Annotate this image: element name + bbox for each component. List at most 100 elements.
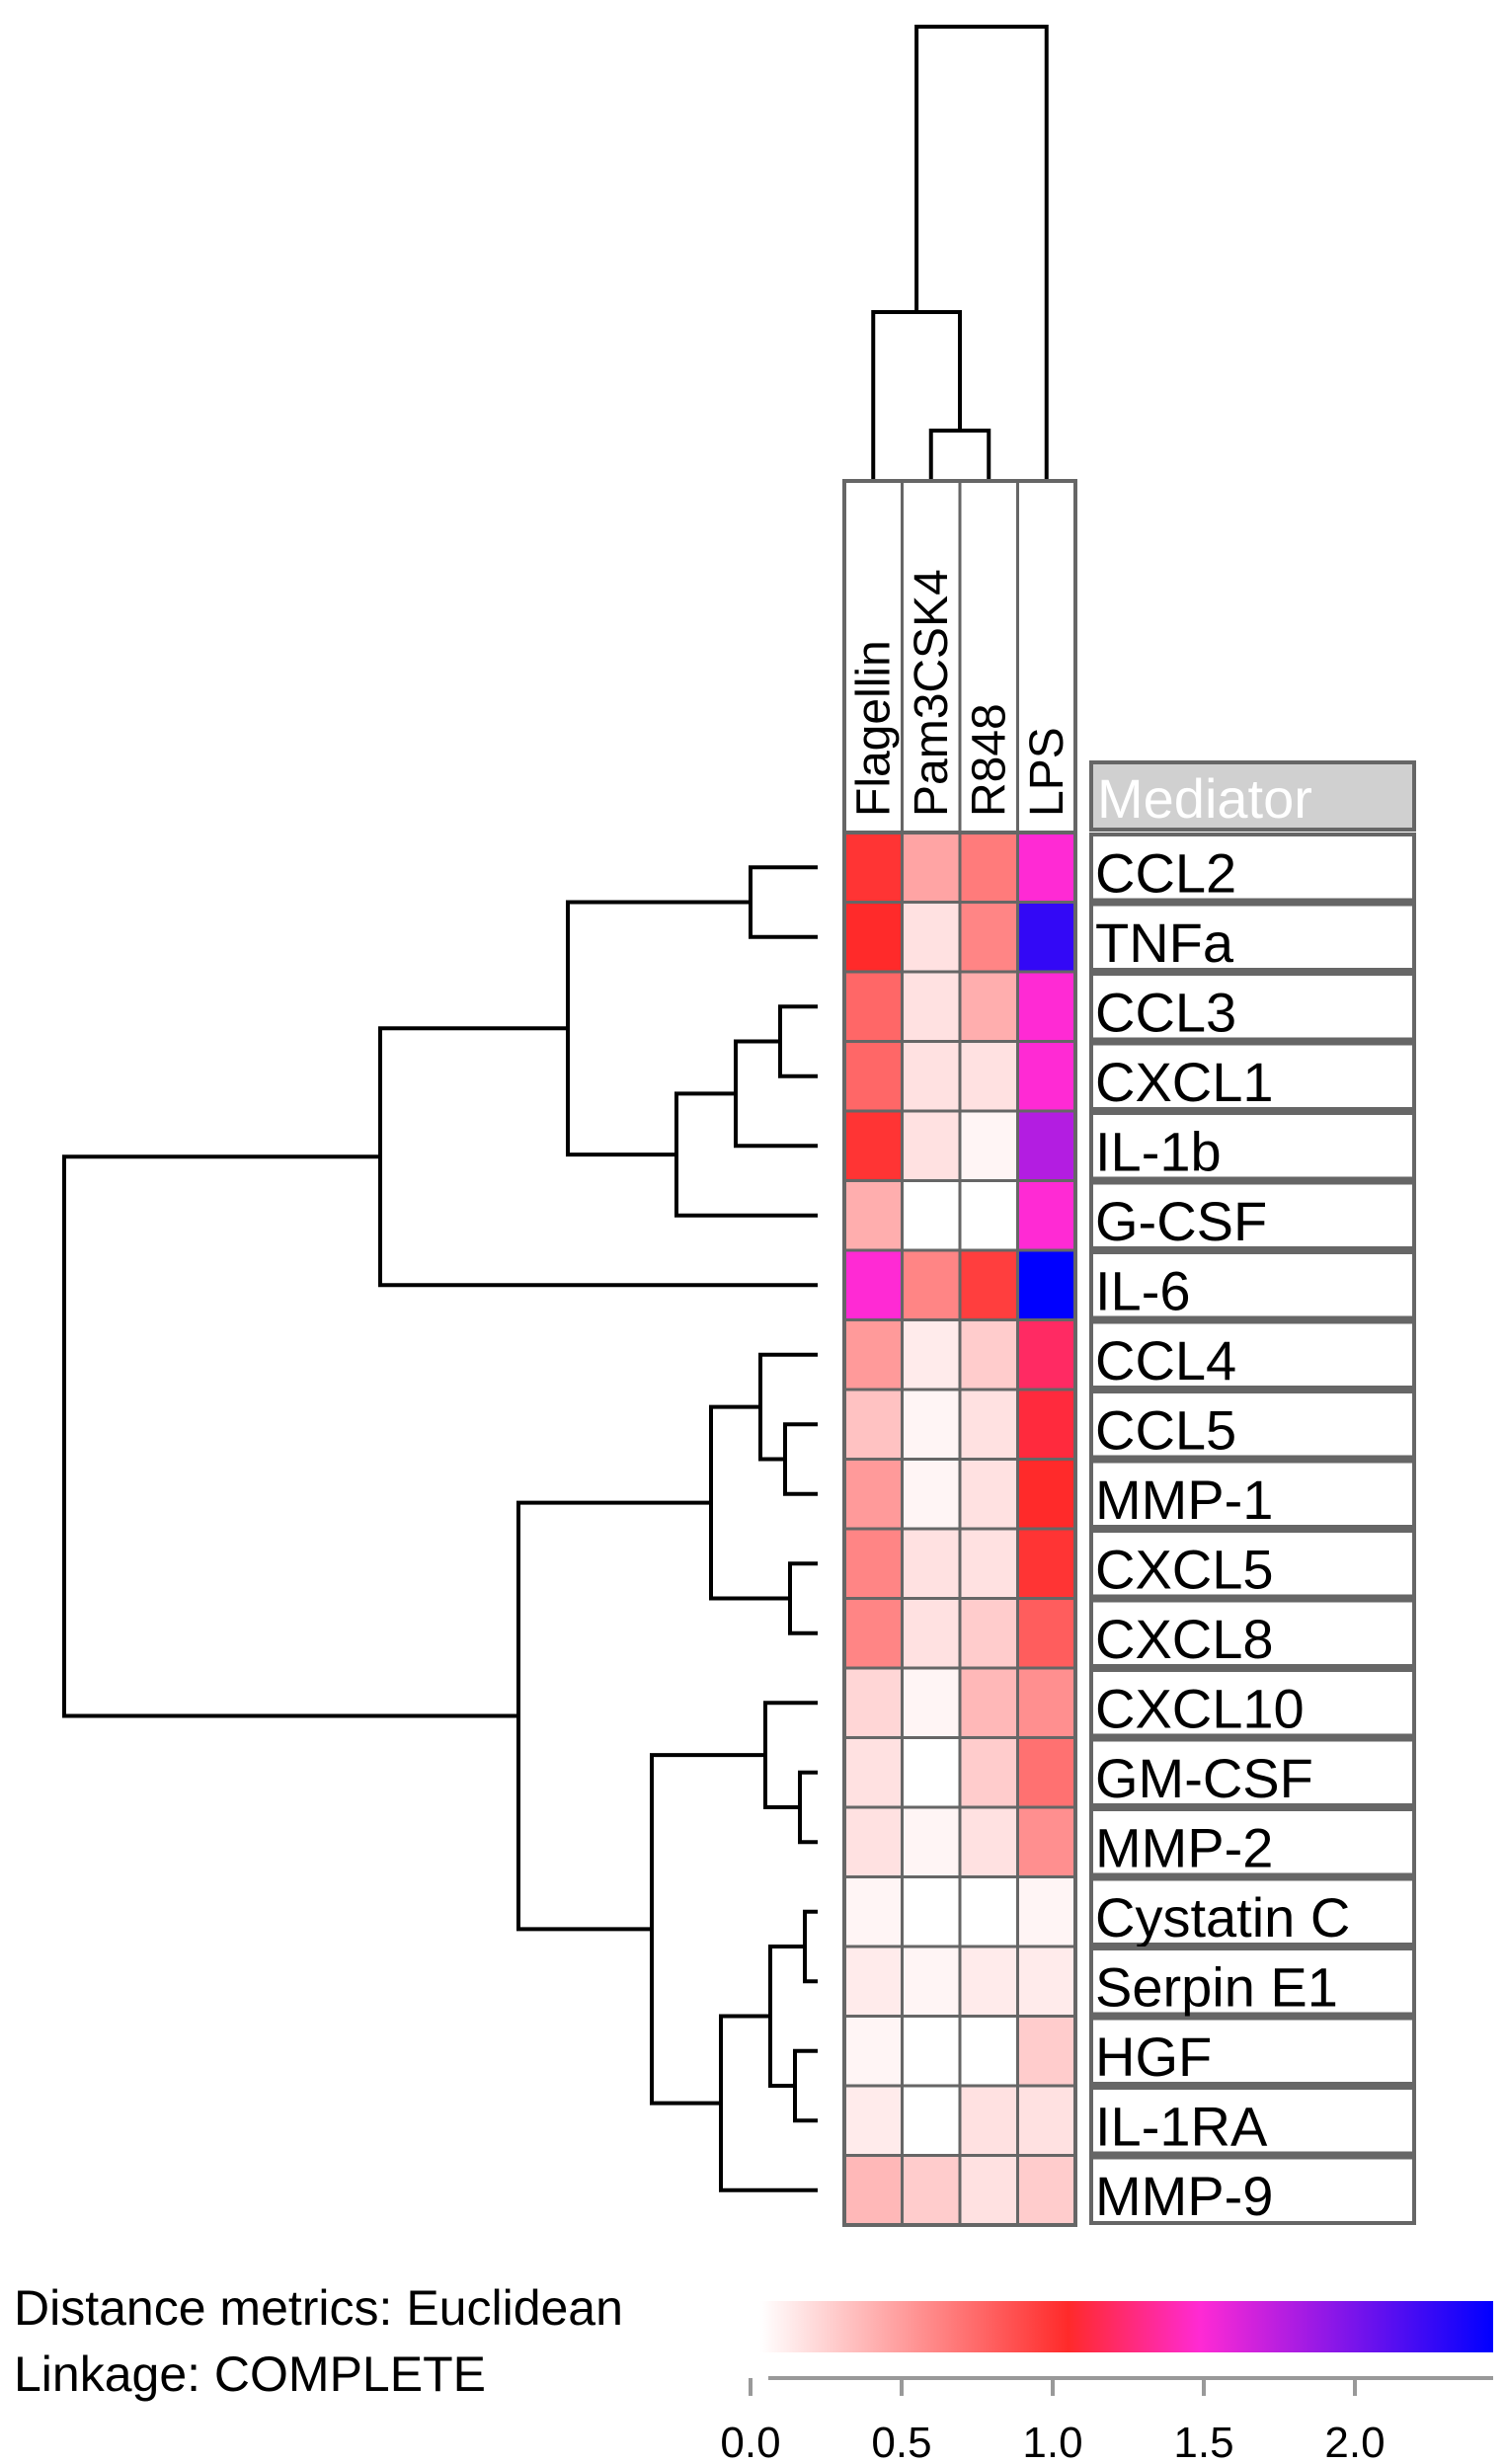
- row-label: GM-CSF: [1095, 1747, 1313, 1809]
- row-label: CXCL1: [1095, 1051, 1274, 1113]
- heatmap-cell: [958, 901, 1019, 974]
- row-label-box: [1089, 1041, 1416, 1111]
- heatmap-cell: [901, 2084, 962, 2157]
- dendrogram-branch: [674, 1091, 818, 1218]
- dendrogram-branch: [783, 1422, 818, 1496]
- heatmap-cells: [842, 831, 1077, 2227]
- heatmap-cell: [901, 1666, 962, 1739]
- distance-metric-note: Distance metrics: Euclidean: [14, 2280, 623, 2336]
- dendrogram-branch: [758, 1352, 818, 1462]
- heatmap-cell: [958, 1527, 1019, 1600]
- heatmap-cell: [901, 1875, 962, 1948]
- heatmap-cell: [842, 1179, 904, 1252]
- heatmap-cell: [1016, 1945, 1077, 2018]
- heatmap-cell: [958, 1875, 1019, 1948]
- heatmap-cell: [842, 1666, 904, 1739]
- row-label-box: [1089, 1319, 1416, 1390]
- row-label: MMP-2: [1095, 1817, 1273, 1879]
- row-label: IL-1RA: [1095, 2096, 1268, 2158]
- row-label: HGF: [1095, 2026, 1212, 2088]
- heatmap-cell: [842, 1109, 904, 1182]
- row-label-box: [1089, 1111, 1416, 1181]
- row-label-box: [1089, 1668, 1416, 1738]
- heatmap-cell: [842, 1458, 904, 1531]
- heatmap-cell: [958, 831, 1019, 904]
- row-label-box: [1089, 1390, 1416, 1460]
- row-label: CXCL10: [1095, 1678, 1305, 1740]
- heatmap-cell: [842, 2154, 904, 2227]
- color-scale-tick-label: 0.0: [720, 2419, 780, 2464]
- row-label: CCL3: [1095, 982, 1236, 1044]
- heatmap-cell: [842, 1318, 904, 1391]
- heatmap-cell: [958, 1318, 1019, 1391]
- row-labels: MediatorCCL2TNFaCCL3CXCL1IL-1bG-CSFIL-6C…: [1089, 760, 1416, 2227]
- dendrogram-branch: [778, 1004, 818, 1078]
- row-label-box: [1089, 972, 1416, 1042]
- heatmap-cell: [901, 1318, 962, 1391]
- dendrogram-branch: [928, 429, 991, 479]
- row-label: MMP-9: [1095, 2165, 1273, 2227]
- heatmap-cell: [842, 1805, 904, 1878]
- row-label-box: [1089, 1598, 1416, 1668]
- row-label: CXCL8: [1095, 1608, 1274, 1670]
- row-label-box: [1089, 2086, 1416, 2156]
- row-label: Cystatin C: [1095, 1886, 1350, 1948]
- heatmap-cell: [1016, 1248, 1077, 1321]
- row-label-box: [1089, 1737, 1416, 1807]
- heatmap-cell: [958, 1109, 1019, 1182]
- dendrogram-branch: [793, 2048, 818, 2123]
- heatmap-cell: [958, 1666, 1019, 1739]
- row-label: CXCL5: [1095, 1539, 1274, 1601]
- row-label-box: [1089, 1529, 1416, 1599]
- heatmap-cell: [842, 1736, 904, 1809]
- heatmap-cell: [1016, 2084, 1077, 2157]
- heatmap-cell: [1016, 1179, 1077, 1252]
- heatmap-cell: [1016, 901, 1077, 974]
- heatmap-cell: [958, 1388, 1019, 1461]
- row-label-box: [1089, 833, 1416, 903]
- dendrogram-branch: [62, 1154, 518, 1718]
- heatmap-cell: [901, 1040, 962, 1113]
- heatmap-cell: [901, 901, 962, 974]
- row-label-box: [1089, 2016, 1416, 2086]
- heatmap-cell: [1016, 1109, 1077, 1182]
- column-label: R848: [963, 703, 1015, 817]
- heatmap-cell: [1016, 1736, 1077, 1809]
- heatmap-cell: [901, 1248, 962, 1321]
- row-label: IL-6: [1095, 1260, 1191, 1322]
- row-label-box: [1089, 1180, 1416, 1250]
- heatmap-cell: [842, 901, 904, 974]
- heatmap-cell: [958, 2084, 1019, 2157]
- heatmap-cell: [1016, 1458, 1077, 1531]
- heatmap-cell: [842, 2015, 904, 2088]
- row-label: MMP-1: [1095, 1469, 1273, 1531]
- heatmap-cell: [958, 1736, 1019, 1809]
- heatmap-cell: [901, 1597, 962, 1670]
- heatmap-cell: [842, 970, 904, 1043]
- row-header-label: Mediator: [1097, 767, 1312, 830]
- row-label: G-CSF: [1095, 1190, 1267, 1252]
- grid-frame: [842, 831, 1077, 2227]
- dendrogram-branch: [768, 1945, 805, 2088]
- heatmap-cell: [901, 1945, 962, 2018]
- row-label: TNFa: [1095, 912, 1234, 974]
- row-label: CCL4: [1095, 1329, 1236, 1391]
- heatmap-cell: [842, 1040, 904, 1113]
- heatmap-cell: [901, 1805, 962, 1878]
- color-scale-tick-label: 1.5: [1173, 2419, 1233, 2464]
- heatmap-cell: [1016, 970, 1077, 1043]
- heatmap-cell: [842, 831, 904, 904]
- heatmap-cell: [1016, 1040, 1077, 1113]
- heatmap-cell: [901, 1179, 962, 1252]
- heatmap-cell: [842, 1875, 904, 1948]
- heatmap-cell: [958, 2154, 1019, 2227]
- heatmap-cell: [1016, 831, 1077, 904]
- dendrogram-branch: [566, 900, 751, 1157]
- heatmap-cell: [958, 1597, 1019, 1670]
- heatmap-cell: [842, 1945, 904, 2018]
- heatmap-cell: [901, 2154, 962, 2227]
- heatmap-cell: [1016, 1875, 1077, 1948]
